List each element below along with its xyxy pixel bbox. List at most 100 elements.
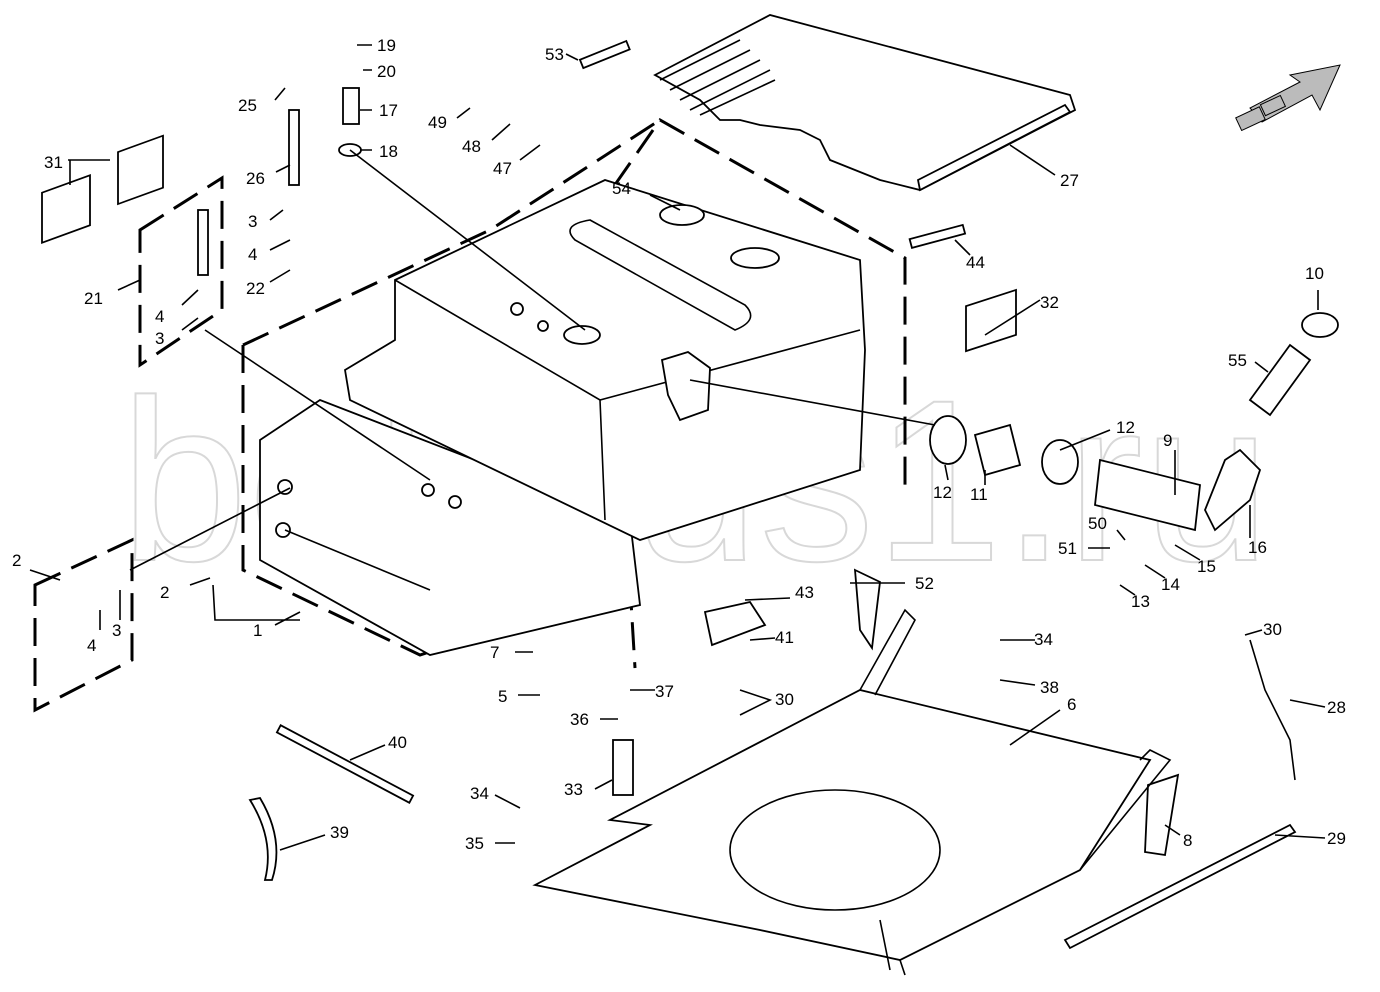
plug — [448, 495, 462, 509]
part-label-11: 11 — [970, 485, 988, 504]
strainer-55 — [1248, 343, 1312, 417]
drain-port-upper — [277, 479, 293, 495]
part-label-10: 10 — [1305, 264, 1324, 283]
part-label-29: 29 — [1327, 829, 1346, 848]
sensor-group-boundary — [138, 175, 224, 368]
part-label-26: 26 — [246, 169, 265, 188]
part-label-36: 36 — [570, 710, 589, 729]
rod-40 — [275, 724, 415, 804]
drain-group-boundary-left — [33, 537, 134, 713]
tank-opening — [730, 247, 780, 269]
tank-slot — [569, 219, 752, 331]
strip-29 — [1063, 823, 1297, 950]
part-label-34: 34 — [470, 784, 489, 803]
fuel-tank-upper — [344, 179, 866, 541]
part-label-25: 25 — [238, 96, 257, 115]
part-label-27: 27 — [1060, 171, 1079, 190]
filler-pipe-9 — [1204, 448, 1262, 532]
part-label-47: 47 — [493, 159, 512, 178]
part-label-19: 19 — [377, 36, 396, 55]
filler-cap-54 — [659, 204, 705, 226]
strip-39 — [248, 796, 278, 881]
part-label-50: 50 — [1088, 514, 1107, 533]
clamp-12a — [929, 415, 967, 465]
bushing-17 — [342, 87, 360, 125]
arrow-up-right-icon — [1235, 64, 1341, 132]
part-label-33: 33 — [564, 780, 583, 799]
part-label-30: 30 — [1263, 620, 1282, 639]
part-label-13: 13 — [1131, 592, 1150, 611]
cover-plate — [653, 14, 1077, 191]
part-label-54: 54 — [612, 179, 631, 198]
part-label-21: 21 — [84, 289, 103, 308]
hose-9 — [1094, 458, 1201, 532]
part-label-31: 31 — [44, 153, 63, 172]
part-label-14: 14 — [1161, 575, 1180, 594]
part-label-3: 3 — [112, 621, 121, 640]
plug — [537, 320, 549, 332]
part-label-40: 40 — [388, 733, 407, 752]
part-label-51: 51 — [1058, 539, 1077, 558]
part-label-32: 32 — [1040, 293, 1059, 312]
part-label-34: 34 — [1034, 630, 1053, 649]
part-label-37: 37 — [655, 682, 674, 701]
filler-neck-outlet — [660, 351, 711, 422]
frame-6 — [532, 689, 1152, 961]
part-label-20: 20 — [377, 62, 396, 81]
frame-uprights — [859, 608, 1172, 976]
fuel-sender-flange — [563, 325, 601, 345]
part-label-18: 18 — [379, 142, 398, 161]
cap-10 — [1301, 312, 1339, 338]
pad-31b — [117, 134, 164, 206]
vent-grid — [659, 39, 776, 116]
part-label-16: 16 — [1248, 538, 1267, 557]
strip-44 — [908, 223, 967, 249]
part-label-4: 4 — [87, 636, 96, 655]
part-label-12: 12 — [1116, 418, 1135, 437]
part-label-8: 8 — [1183, 831, 1192, 850]
part-label-1: 1 — [253, 621, 262, 640]
part-label-7: 7 — [490, 643, 499, 662]
bolt-26 — [288, 109, 300, 186]
part-label-55: 55 — [1228, 351, 1247, 370]
spacer-33 — [612, 739, 634, 796]
part-label-49: 49 — [428, 113, 447, 132]
plug — [510, 302, 524, 316]
bracket-27 — [916, 103, 1072, 192]
part-label-43: 43 — [795, 583, 814, 602]
sleeve-11 — [973, 423, 1022, 477]
part-label-12: 12 — [933, 483, 952, 502]
part-label-3: 3 — [155, 329, 164, 348]
part-label-52: 52 — [915, 574, 934, 593]
strip-52 — [853, 568, 881, 651]
part-label-30: 30 — [775, 690, 794, 709]
part-label-17: 17 — [379, 101, 398, 120]
fuel-tank-lower — [259, 398, 641, 656]
pad-32 — [965, 288, 1017, 353]
part-label-5: 5 — [498, 687, 507, 706]
drain-port-lower — [275, 522, 291, 538]
part-label-48: 48 — [462, 137, 481, 156]
part-53 — [578, 39, 631, 70]
rod-28 — [1249, 639, 1296, 781]
plug — [421, 483, 435, 497]
tank-top-edge — [394, 279, 861, 521]
pad-43 — [703, 600, 767, 647]
part-label-22: 22 — [246, 279, 265, 298]
part-label-9: 9 — [1163, 431, 1172, 450]
part-label-28: 28 — [1327, 698, 1346, 717]
part-label-38: 38 — [1040, 678, 1059, 697]
part-label-44: 44 — [966, 253, 985, 272]
part-label-2: 2 — [12, 551, 21, 570]
sensor-21 — [197, 209, 209, 276]
part-label-4: 4 — [248, 245, 257, 264]
part-label-4: 4 — [155, 307, 164, 326]
part-label-3: 3 — [248, 212, 257, 231]
part-label-35: 35 — [465, 834, 484, 853]
strip-8 — [1144, 773, 1180, 857]
part-label-41: 41 — [775, 628, 794, 647]
pad-31a — [41, 174, 91, 244]
clamp-12b — [1041, 439, 1079, 485]
